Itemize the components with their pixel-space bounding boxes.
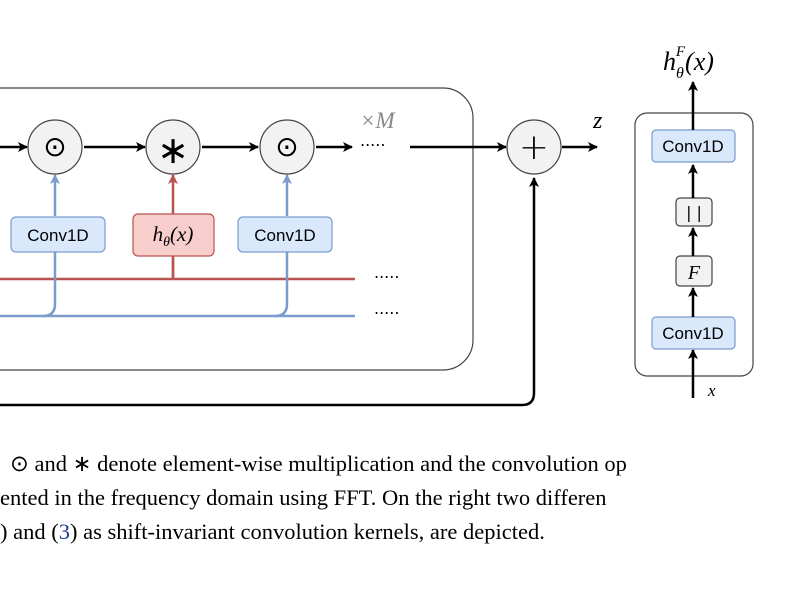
h-theta-label: hθ(x) (153, 222, 194, 250)
caption-text: ) and ( (0, 519, 59, 544)
odot-operator-2: ⊙ (259, 119, 315, 175)
conv1d-box-2: Conv1D (237, 216, 333, 253)
equation-ref-link[interactable]: 3 (58, 519, 70, 544)
conv1d-label: Conv1D (662, 324, 723, 343)
blue-feed-line (0, 252, 355, 318)
odot-symbol: ⊙ (275, 130, 298, 163)
caption-text: ) as shift-invariant convolution kernels… (69, 519, 545, 544)
conv1d-box-top: Conv1D (651, 129, 736, 163)
red-feed-line (0, 256, 355, 281)
conv1d-label: Conv1D (27, 226, 88, 245)
conv1d-label: Conv1D (254, 226, 315, 245)
odot-symbol: ⊙ (43, 130, 66, 163)
abs-box: | | (675, 197, 713, 227)
star-symbol: ∗ (157, 128, 189, 172)
caption-line-3: ) and (3) as shift-invariant convolution… (0, 515, 800, 549)
conv1d-label: Conv1D (662, 137, 723, 156)
caption-line-2: ented in the frequency domain using FFT.… (0, 485, 607, 510)
h-theta-box: hθ(x) (132, 213, 215, 257)
residual-connection (0, 177, 539, 407)
figure-caption: ⊙ and ∗ denote element-wise multiplicati… (0, 447, 800, 549)
plus-symbol: + (519, 127, 549, 168)
architecture-diagram: ⊙ ∗ ⊙ + Conv1D hθ(x) Conv1D ×M ..... ...… (0, 44, 754, 407)
conv1d-box-1: Conv1D (10, 216, 106, 253)
conv1d-box-bottom: Conv1D (651, 316, 736, 350)
plus-operator: + (506, 119, 562, 175)
dots-main: ..... (360, 131, 385, 150)
repeat-label: ×M (360, 108, 397, 133)
fourier-symbol: F (687, 262, 701, 284)
dots-red: ..... (374, 263, 399, 282)
output-label: hθF(x) (663, 44, 714, 82)
block-container (0, 87, 474, 371)
x-label: x (707, 381, 716, 400)
odot-operator-1: ⊙ (27, 119, 83, 175)
dots-blue: ..... (374, 299, 399, 318)
z-label: z (592, 108, 603, 134)
abs-symbol: | | (686, 203, 702, 222)
star-operator: ∗ (145, 119, 201, 175)
fourier-box: F (675, 255, 713, 287)
caption-line-1: ⊙ and ∗ denote element-wise multiplicati… (10, 451, 627, 476)
